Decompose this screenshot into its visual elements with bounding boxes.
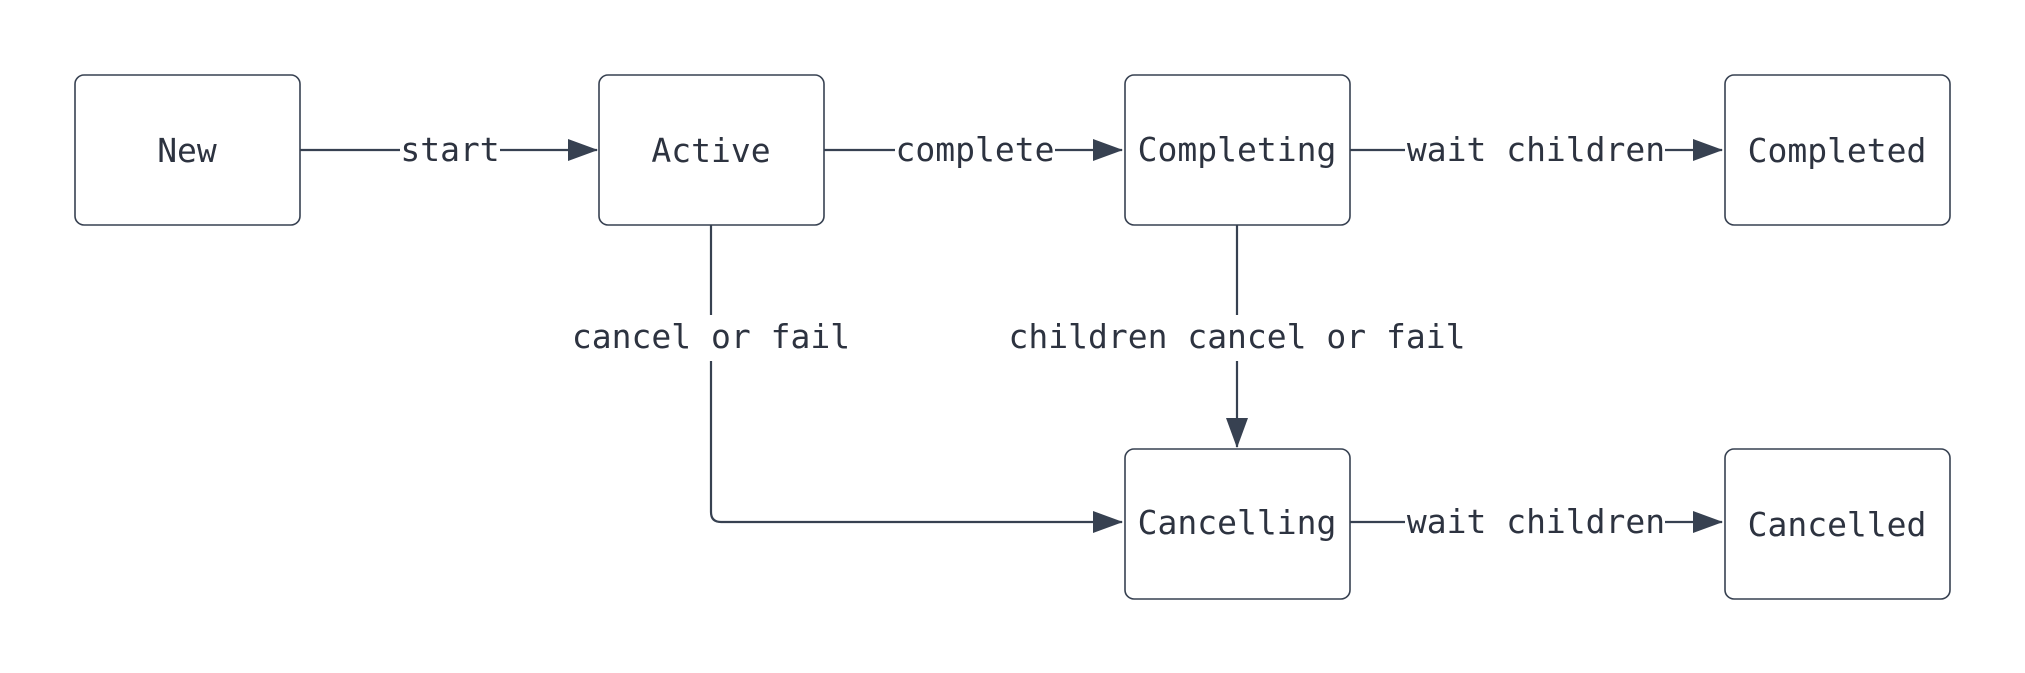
state-cancelled: Cancelled xyxy=(1724,448,1951,600)
state-completed-label: Completed xyxy=(1748,131,1927,170)
state-new-label: New xyxy=(157,131,217,170)
state-completed: Completed xyxy=(1724,74,1951,226)
state-active-label: Active xyxy=(651,131,770,170)
state-new: New xyxy=(74,74,301,226)
edge-active-cancel-label: cancel or fail xyxy=(572,317,850,356)
edge-label-complete: complete xyxy=(895,128,1055,170)
state-cancelled-label: Cancelled xyxy=(1748,505,1927,544)
edge-label-active-cancel: cancel or fail xyxy=(566,315,856,361)
edge-label-children-cancel: children cancel or fail xyxy=(1003,315,1471,361)
state-cancelling: Cancelling xyxy=(1124,448,1351,600)
state-completing-label: Completing xyxy=(1138,130,1337,169)
state-completing: Completing xyxy=(1124,74,1351,226)
edge-complete-label: complete xyxy=(896,130,1055,169)
edge-children-cancel-label: children cancel or fail xyxy=(1009,317,1466,356)
edge-start-label: start xyxy=(400,130,499,169)
state-active: Active xyxy=(598,74,825,226)
edge-completing-wait-label: wait children xyxy=(1407,130,1665,169)
edge-label-start: start xyxy=(400,128,500,170)
edge-label-completing-wait: wait children xyxy=(1405,128,1665,170)
edge-label-cancelling-wait: wait children xyxy=(1405,500,1665,542)
state-cancelling-label: Cancelling xyxy=(1138,503,1337,542)
edge-active-cancel xyxy=(709,225,1123,533)
edge-cancelling-wait-label: wait children xyxy=(1407,502,1665,541)
